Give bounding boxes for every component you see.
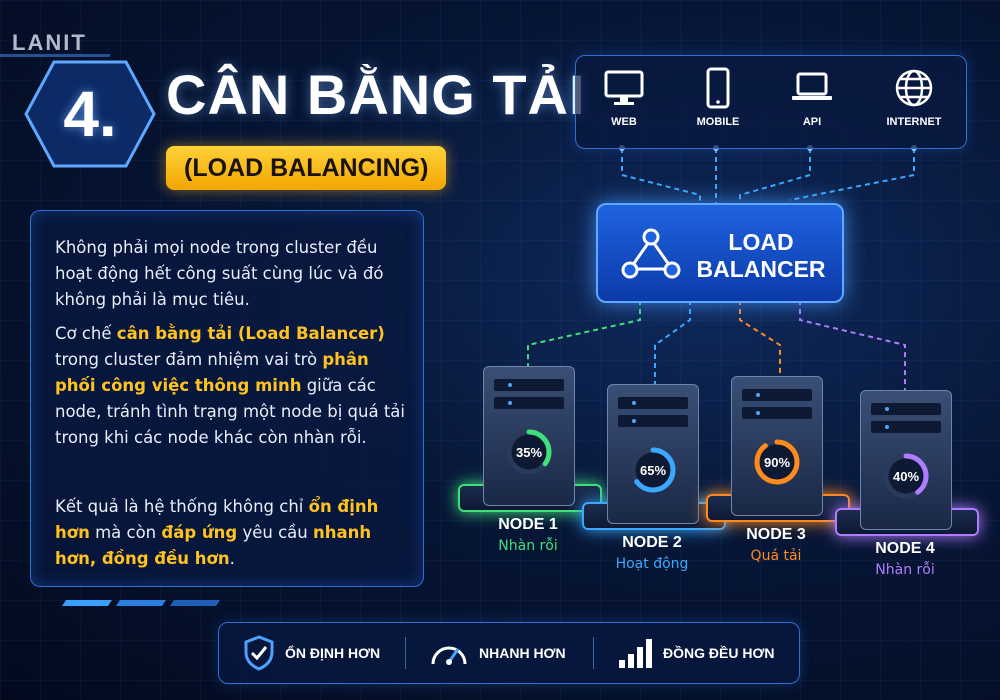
text-span: trong cluster đảm nhiệm vai trò — [55, 350, 323, 369]
load-gauge — [630, 447, 676, 493]
drive-slot — [618, 415, 688, 427]
drive-slot — [618, 397, 688, 409]
benefit-label: ĐỒNG ĐỀU HƠN — [663, 645, 775, 661]
description-paragraph-1: Không phải mọi node trong cluster đều ho… — [55, 238, 384, 309]
shield-check-icon — [244, 635, 274, 671]
text-span: Cơ chế — [55, 324, 117, 343]
benefit-even: ĐỒNG ĐỀU HƠN — [617, 623, 775, 683]
description-paragraph-2: Cơ chế cân bằng tải (Load Balancer) tron… — [55, 321, 415, 451]
load-percent: 35% — [515, 444, 543, 460]
text-span: mà còn — [89, 523, 162, 542]
benefits-bar: ỔN ĐỊNH HƠN NHANH HƠN ĐỒNG ĐỀU HƠN — [218, 622, 800, 684]
page-subtitle: (LOAD BALANCING) — [166, 146, 447, 190]
drive-slot — [871, 403, 941, 415]
client-label: MOBILE — [696, 116, 740, 128]
load-gauge — [883, 453, 929, 499]
globe-icon — [895, 69, 933, 107]
node-title: NODE 3 — [746, 526, 806, 543]
highlight-text: phân phối công việc thông minh — [55, 350, 369, 395]
load-percent: 65% — [639, 462, 667, 478]
node-status: Hoạt động — [615, 556, 689, 572]
speedometer-icon — [431, 646, 467, 665]
description-paragraph-3: Kết quả là hệ thống không chỉ ổn định hơ… — [55, 494, 415, 572]
server-tower: 35% — [483, 366, 575, 506]
load-percent: 90% — [763, 454, 791, 470]
server-tower: 90% — [731, 376, 823, 516]
load-balancer-label: LOAD BALANCER — [696, 229, 826, 282]
highlight-text: ổn định hơn — [55, 497, 379, 542]
highlight-text: đáp ứng — [161, 523, 238, 542]
decorative-stripes — [62, 600, 220, 606]
section-number: 4. — [63, 78, 117, 150]
separator — [593, 637, 594, 669]
logo-underline — [0, 54, 110, 57]
text-span: giữa các node, tránh tình trạng một node… — [55, 376, 406, 447]
node-status: Quá tải — [750, 548, 802, 564]
laptop-icon — [792, 72, 832, 100]
monitor-icon — [604, 70, 644, 105]
node-status: Nhàn rỗi — [875, 562, 935, 578]
drive-slot — [742, 407, 812, 419]
drive-slot — [742, 389, 812, 401]
client-label: INTERNET — [886, 116, 942, 128]
text-span: Kết quả là hệ thống không chỉ — [55, 497, 309, 516]
hexagon-badge — [24, 60, 156, 168]
text-span: yêu cầu — [237, 523, 313, 542]
node-title: NODE 1 — [498, 516, 558, 533]
text-span: . — [229, 549, 235, 568]
client-label: WEB — [611, 116, 637, 128]
drive-slot — [494, 379, 564, 391]
drive-slot — [494, 397, 564, 409]
client-web: WEB — [584, 66, 664, 128]
client-internet: INTERNET — [874, 66, 954, 128]
client-api: API — [772, 66, 852, 128]
load-gauge — [754, 439, 800, 485]
node-title: NODE 2 — [622, 534, 682, 551]
network-icon — [621, 228, 681, 279]
bar-chart-icon — [619, 639, 652, 668]
server-tower: 40% — [860, 390, 952, 530]
node-status: Nhàn rỗi — [498, 538, 558, 554]
drive-slot — [871, 421, 941, 433]
brand-logo: LANIT — [12, 30, 87, 55]
clients-panel: WEB MOBILE API INTERNET — [575, 55, 967, 149]
description-panel: Không phải mọi node trong cluster đều ho… — [30, 210, 424, 587]
mobile-icon — [706, 67, 730, 109]
server-tower: 65% — [607, 384, 699, 524]
load-gauge — [506, 429, 552, 475]
benefit-stable: ỔN ĐỊNH HƠN — [243, 623, 380, 683]
load-percent: 40% — [892, 468, 920, 484]
separator — [405, 637, 406, 669]
benefit-label: ỔN ĐỊNH HƠN — [285, 645, 381, 661]
node-title: NODE 4 — [875, 540, 935, 557]
benefit-label: NHANH HƠN — [479, 645, 566, 661]
page-title: CÂN BẰNG TẢI — [166, 63, 586, 126]
benefit-fast: NHANH HƠN — [429, 623, 566, 683]
client-label: API — [802, 116, 822, 128]
highlight-text: cân bằng tải (Load Balancer) — [116, 324, 385, 343]
highlight-text: nhanh hơn, đồng đều hơn — [55, 523, 372, 568]
client-mobile: MOBILE — [678, 66, 758, 128]
load-balancer-box: LOAD BALANCER — [596, 203, 844, 303]
